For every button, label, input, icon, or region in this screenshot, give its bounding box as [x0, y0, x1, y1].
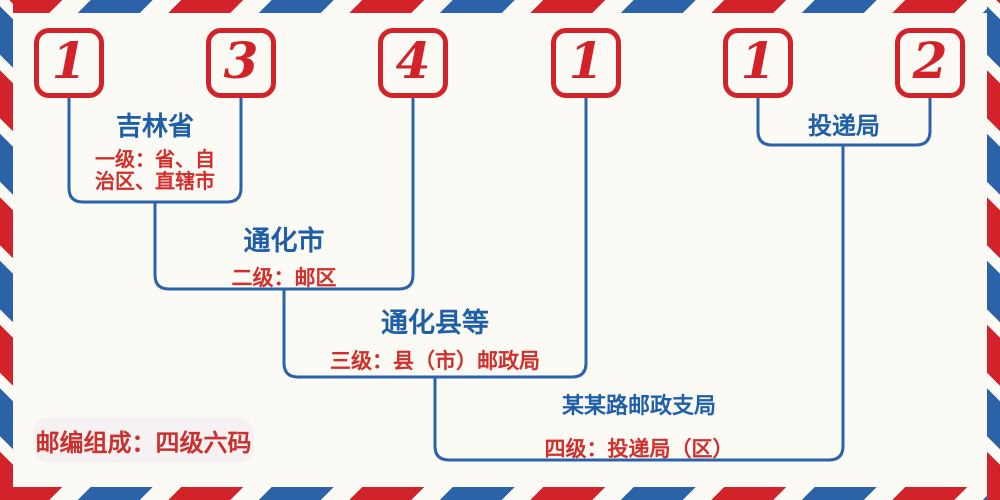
digit-value-3: 4	[395, 31, 431, 90]
airmail-border-left	[0, 0, 13, 500]
composition-note: 邮编组成：四级六码	[35, 429, 252, 457]
digit-value-1: 1	[51, 31, 87, 90]
province-desc-line1: 一级：省、自	[95, 149, 215, 171]
airmail-border-right	[987, 0, 1000, 500]
group-label-postal-zone: 通化市 二级：邮区	[174, 219, 394, 292]
bracket-delivery-line	[756, 97, 932, 147]
county-desc: 三级：县（市）邮政局	[330, 350, 540, 373]
airmail-border-bottom	[0, 487, 1000, 500]
digit-box-6: 2	[895, 28, 965, 98]
bracket-level4-line	[433, 145, 845, 462]
digit-box-2: 3	[206, 28, 276, 98]
province-title: 吉林省	[115, 111, 194, 141]
group-label-county: 通化县等 三级：县（市）邮政局	[300, 301, 570, 375]
digit-value-2: 3	[223, 31, 259, 90]
composition-note-badge: 邮编组成：四级六码	[33, 417, 254, 463]
digit-box-3: 4	[378, 28, 448, 98]
digit-box-5: 1	[723, 28, 793, 98]
group-label-delivery: 投递局	[784, 106, 904, 141]
province-desc-line2: 治区、直辖市	[95, 171, 215, 193]
group-label-province: 吉林省 一级：省、自 治区、直辖市	[69, 106, 241, 193]
province-desc: 一级：省、自 治区、直辖市	[69, 149, 241, 193]
digit-box-1: 1	[34, 28, 104, 98]
digit-value-4: 1	[568, 31, 604, 90]
airmail-border-top	[0, 0, 1000, 13]
group-label-branch: 某某路邮政支局 四级：投递局（区）	[504, 388, 774, 463]
delivery-title: 投递局	[808, 113, 880, 140]
postal-zone-desc: 二级：邮区	[231, 267, 337, 290]
digit-value-6: 2	[912, 31, 948, 90]
digit-box-4: 1	[551, 28, 621, 98]
branch-desc: 四级：投递局（区）	[544, 438, 734, 461]
branch-title: 某某路邮政支局	[561, 393, 716, 418]
postal-zone-title: 通化市	[243, 226, 325, 256]
county-title: 通化县等	[381, 308, 489, 338]
digit-value-5: 1	[740, 31, 776, 90]
